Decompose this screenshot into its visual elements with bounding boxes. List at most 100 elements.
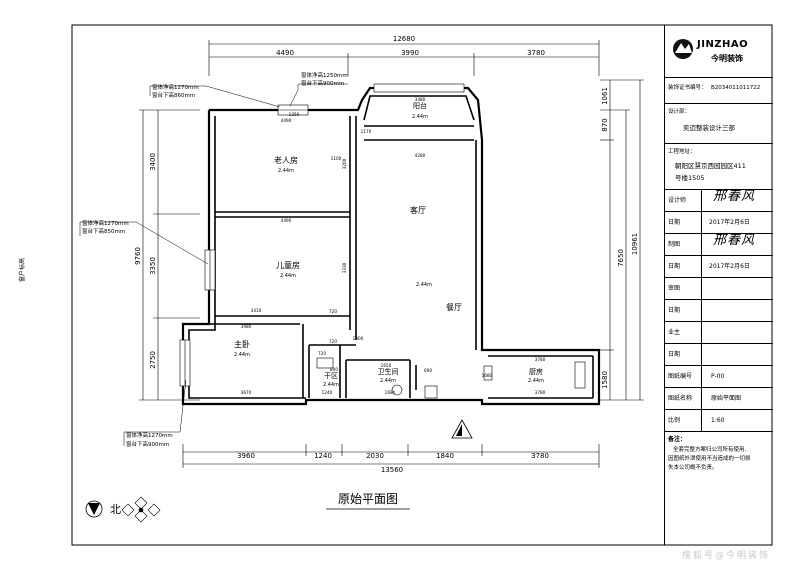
drafter-signature: 邢春风 [713, 233, 756, 248]
tb-row-label: 日期 [668, 263, 681, 270]
tb-row-date-1: 日期 2017年2月6日 [665, 211, 773, 233]
inner-dimensions: 4490 4490 3980 3670 3410 3480 1240 1680 … [241, 97, 546, 395]
dim-right-4: 1580 [601, 371, 609, 389]
tb-row-drawing-no: 图纸编号 P-00 [665, 365, 773, 387]
tb-row-designer: 设计师 邢春风 [665, 189, 773, 211]
entry-arrow [451, 419, 473, 439]
designer-org-value: 奕迈整装设计三部 [683, 124, 735, 132]
svg-text:1650: 1650 [381, 363, 392, 368]
callout-2-line2: 窗台下高860mm [152, 91, 195, 99]
room-master-name: 主卧 [234, 339, 250, 349]
room-elder-height: 2.44m [278, 168, 294, 174]
dim-top-seg-3: 3780 [527, 49, 545, 57]
dim-left-2: 3350 [149, 257, 157, 275]
svg-text:3780: 3780 [535, 357, 546, 362]
svg-text:4280: 4280 [415, 153, 426, 158]
tb-row-date-4: 日期 [665, 343, 773, 365]
sheet-border [71, 24, 773, 546]
callout-1-line2: 窗台下高900mm [301, 79, 344, 87]
svg-text:720: 720 [318, 351, 326, 356]
notes-label: 备注： [668, 436, 687, 443]
tb-row-value: 2017年2月6日 [709, 219, 750, 226]
cert-value: B2034011011722 [711, 85, 761, 91]
callout-3-line1: 窗体净高1270mm [82, 219, 129, 227]
callout-3-line2: 窗台下高850mm [82, 227, 125, 235]
svg-text:720: 720 [329, 339, 337, 344]
callout-4-line1: 窗体净高1270mm [126, 431, 173, 439]
dim-bottom-seg-3: 2030 [366, 452, 384, 460]
svg-text:1680: 1680 [385, 390, 396, 395]
address-value-1: 朝阳区慧京西园园区411 [675, 162, 746, 170]
callout-1-line1: 窗体净高1250mm [301, 71, 348, 79]
brand-logo: JINZHAO 今明装饰 [665, 25, 773, 77]
title-block: JINZHAO 今明装饰 装饰证书编号： B2034011011722 设计部：… [664, 25, 773, 545]
dim-right-total: 10961 [631, 233, 639, 255]
tb-row-label: 业主 [668, 329, 681, 336]
svg-text:690: 690 [424, 368, 432, 373]
brand-subtitle: 今明装饰 [711, 54, 743, 63]
dim-bottom-total: 13560 [381, 466, 403, 474]
room-child-name: 儿童房 [276, 260, 300, 270]
room-balcony-height: 2.44m [412, 114, 428, 120]
top-dimensions [208, 40, 600, 76]
svg-text:720: 720 [329, 309, 337, 314]
svg-text:840: 840 [330, 367, 338, 372]
dim-bottom-seg-4: 1840 [436, 452, 454, 460]
room-wc-name: 卫生间 [378, 367, 399, 376]
room-balcony-name: 阳台 [413, 101, 427, 110]
dim-right-2: 870 [601, 118, 609, 131]
room-master-height: 2.44m [234, 352, 250, 358]
address-value-2: 号楼1505 [675, 174, 705, 182]
svg-text:3670: 3670 [241, 390, 252, 395]
exterior-walls [181, 86, 601, 406]
side-label: 窗户标高 [18, 258, 26, 282]
watermark: 搜狐号@今明装饰 [681, 551, 770, 561]
designer-org-label: 设计部： [668, 109, 691, 115]
designer-signature: 邢春风 [713, 189, 756, 204]
tb-row-value: 2017年2月6日 [709, 263, 750, 270]
north-compass-icon [85, 500, 103, 518]
room-dining-name: 餐厅 [446, 303, 462, 312]
tb-row-review: 审图 [665, 277, 773, 299]
dim-left-1: 3400 [149, 153, 157, 171]
room-child-height: 2.44m [280, 273, 296, 279]
svg-text:3410: 3410 [251, 308, 262, 313]
room-kitchen-height: 2.44m [528, 378, 544, 384]
drawing-number: P-00 [711, 373, 725, 380]
svg-text:3480: 3480 [415, 97, 426, 102]
svg-text:1170: 1170 [361, 129, 372, 134]
tb-row-drawing-name: 图纸名称 原始平面图 [665, 387, 773, 409]
callout-4-line2: 窗台下高900mm [126, 440, 169, 448]
tb-row-date-3: 日期 [665, 299, 773, 321]
elder-height-dim: 3200 [342, 158, 347, 169]
dim-left-3: 2750 [149, 351, 157, 369]
tb-row-owner: 业主 [665, 321, 773, 343]
tb-row-scale: 比例 1:60 [665, 409, 773, 431]
dim-top-total: 12680 [393, 35, 415, 43]
callout-leaders [79, 83, 348, 446]
dim-left-total: 9760 [134, 247, 142, 265]
compass-label: 北 [110, 503, 121, 516]
dim-right-1: 1061 [601, 87, 609, 105]
dim-bottom-seg-2: 1240 [314, 452, 332, 460]
svg-text:3980: 3980 [241, 324, 252, 329]
notes-row: 备注： 全套完整方案归公司所有使用, 因图纸外泄使用不当造成的一切损 失本公司概… [665, 431, 773, 545]
cert-label: 装饰证书编号： [668, 85, 707, 91]
drawing-title: 原始平面图 [338, 492, 398, 506]
drawing-scale: 1:60 [711, 417, 725, 424]
right-dimensions [600, 79, 644, 401]
dim-bottom-seg-5: 3780 [531, 452, 549, 460]
room-elder-name: 老人房 [274, 155, 298, 165]
tb-row-label: 日期 [668, 351, 681, 358]
callout-2-line1: 窗体净高1270mm [152, 83, 199, 91]
svg-text:3780: 3780 [535, 390, 546, 395]
tb-row-label: 图纸编号 [668, 373, 693, 380]
svg-text:1240: 1240 [322, 390, 333, 395]
brand-name: JINZHAO [697, 39, 749, 50]
svg-text:1080: 1080 [482, 373, 493, 378]
notes-line-2: 因图纸外泄使用不当造成的一切损 [668, 456, 751, 462]
tb-row-label: 比例 [668, 417, 681, 424]
tb-row-label: 制图 [668, 241, 681, 248]
address-row: 工程地址： 朝阳区慧京西园园区411 号楼1505 [665, 143, 773, 189]
